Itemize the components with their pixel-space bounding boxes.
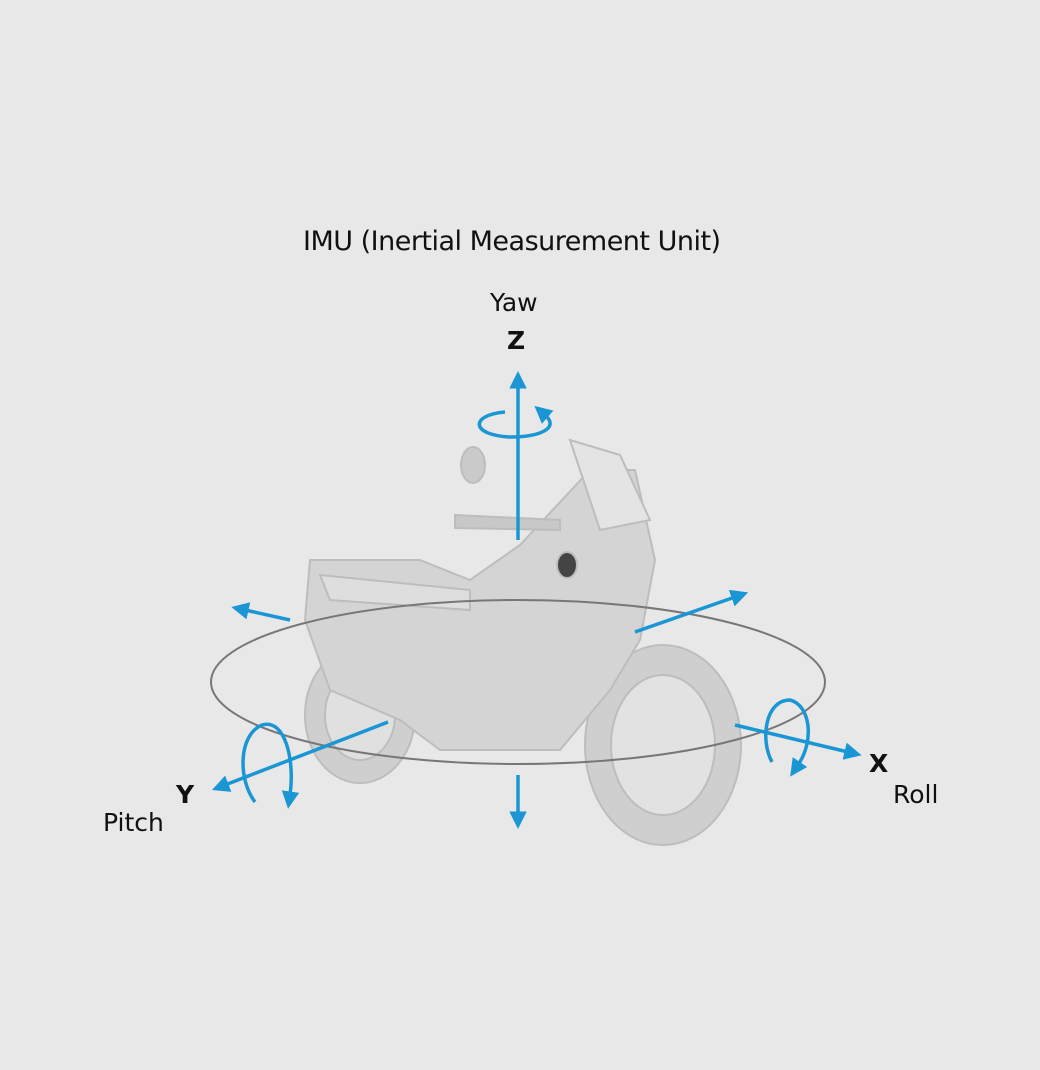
z-axis-label: Z [507, 326, 526, 355]
x-axis-label: X [869, 749, 889, 778]
x-axis-arrow [734, 723, 862, 760]
pitch-label: Pitch [103, 808, 164, 837]
pitch-rotation-icon [241, 722, 300, 809]
y-axis-label: Y [176, 780, 195, 809]
roll-rotation-icon [764, 698, 811, 777]
motorcycle-image [303, 438, 742, 846]
yaw-label: Yaw [490, 288, 538, 317]
rotation-plane-ellipse [210, 599, 826, 765]
x-axis-back-arrow [634, 589, 749, 634]
yaw-rotation-icon [477, 405, 554, 439]
diagram-title: IMU (Inertial Measurement Unit) [303, 226, 721, 257]
y-axis-arrow [211, 720, 389, 792]
roll-label: Roll [893, 780, 939, 809]
y-axis-back-arrow [231, 602, 291, 622]
